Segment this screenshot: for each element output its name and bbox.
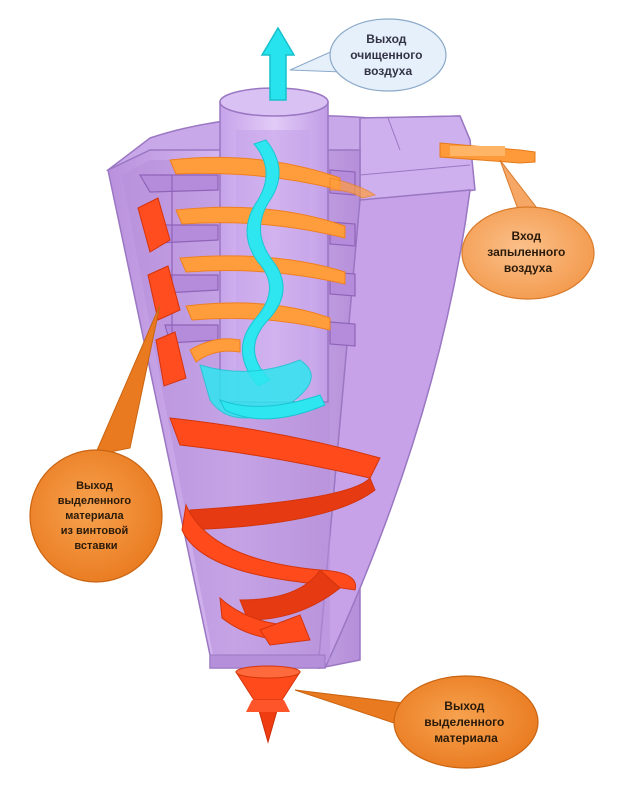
callout-clean-air-outlet: Выход очищенного воздуха — [289, 18, 447, 92]
helical-outlet-label-line5: вставки — [74, 540, 117, 552]
central-outlet-pipe — [219, 87, 329, 403]
material-outlet-label-line3: материала — [434, 731, 498, 745]
helical-outlet-label-line4: из винтовой — [61, 525, 129, 537]
svg-text:Выход выделенного: Выход выделенного материала — [424, 699, 507, 745]
callout-material-outlet: Выход выделенного материала — [294, 675, 539, 769]
clean-air-label-line2: очищенного — [350, 48, 422, 62]
dusty-air-label-line1: Вход — [511, 229, 541, 243]
svg-text:Выход очищенного в: Выход очищенного воздуха — [350, 32, 426, 78]
helical-outlet-label-line2: выделенного — [58, 495, 132, 507]
bottom-material-outlet — [235, 665, 301, 744]
clean-air-outlet-arrow — [260, 26, 296, 101]
svg-text:Выход выделенного: Выход выделенного материала из винтовой … — [58, 480, 134, 552]
callout-helical-insert-outlet: Выход выделенного материала из винтовой … — [29, 304, 163, 583]
helical-insert-discharge-flaps — [137, 197, 187, 387]
clean-air-spiral — [199, 139, 326, 420]
svg-text:Вход запыленного в: Вход запыленного воздуха — [487, 229, 568, 275]
material-outlet-label-line1: Выход — [444, 699, 484, 713]
clean-air-label-line1: Выход — [366, 32, 406, 46]
helical-outlet-label-line1: Выход — [76, 480, 113, 492]
helical-outlet-label-line3: материала — [65, 510, 124, 522]
dusty-air-label-line2: запыленного — [487, 245, 565, 259]
material-outlet-label-line2: выделенного — [424, 715, 504, 729]
dusty-air-inlet-pipe — [439, 142, 536, 164]
material-spiral — [169, 417, 381, 646]
dusty-air-label-line3: воздуха — [504, 261, 553, 275]
clean-air-label-line3: воздуха — [364, 64, 413, 78]
callout-dusty-air-inlet: Вход запыленного воздуха — [461, 159, 595, 300]
